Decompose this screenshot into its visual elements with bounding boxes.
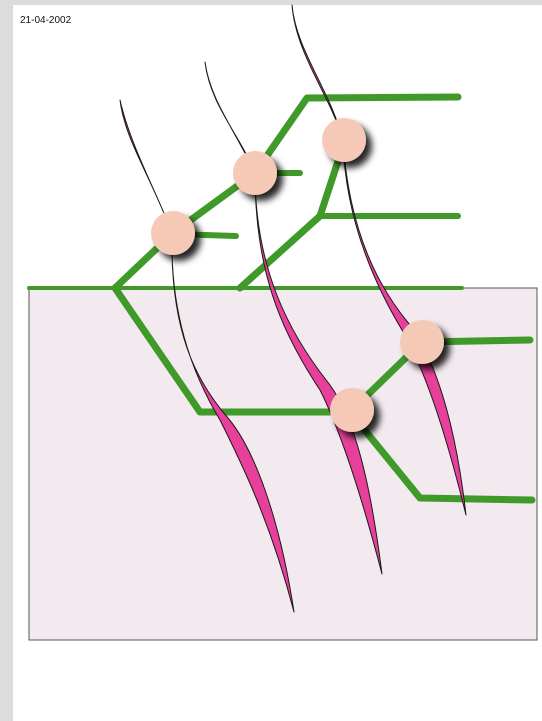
node-circle bbox=[151, 211, 195, 255]
node-circle bbox=[330, 388, 374, 432]
node-circle bbox=[322, 118, 366, 162]
node-circle bbox=[400, 320, 444, 364]
ribbon-3-upper bbox=[292, 5, 343, 140]
node-circle bbox=[233, 151, 277, 195]
stem-main bbox=[115, 97, 458, 288]
